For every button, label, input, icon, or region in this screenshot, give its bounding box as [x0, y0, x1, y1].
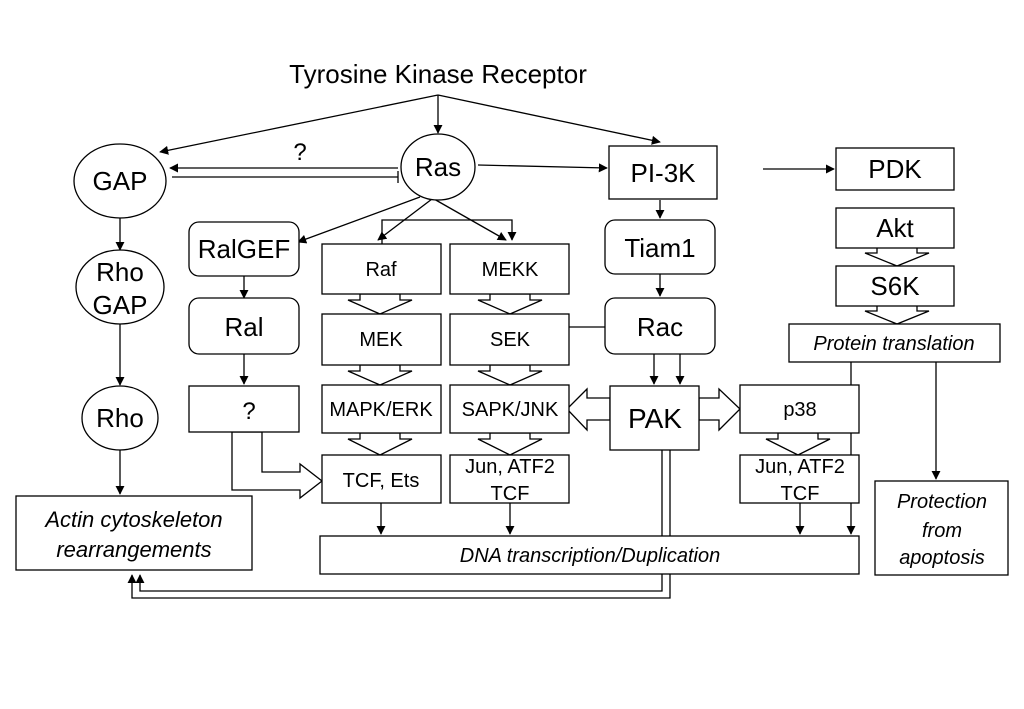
- edge-receptor-to-gap: [159, 94, 439, 155]
- edge-receptor-to-pi3k: [437, 94, 661, 145]
- edge-ras-to-ralgef: [297, 196, 421, 244]
- pak-node-shape: [609, 385, 700, 451]
- raf-node-label: Raf: [365, 259, 397, 281]
- mekk-node-shape: [449, 243, 570, 295]
- protein-translation-node-label: Protein translation: [813, 333, 974, 355]
- pdk-node-label: PDK: [868, 154, 922, 184]
- rhogap-node-label-line1: Rho: [96, 257, 144, 287]
- block-arrow-pak-p38: [698, 387, 741, 432]
- block-arrow-pak-sapk: [566, 387, 611, 432]
- diagram-title: Tyrosine Kinase Receptor: [289, 59, 587, 89]
- protection-from-apoptosis-node-label-line3: apoptosis: [899, 547, 985, 569]
- protection-from-apoptosis-node-label-line1: Protection: [897, 491, 987, 513]
- ral-node-shape: [188, 297, 300, 355]
- ralgef-node-label: RalGEF: [198, 234, 290, 264]
- pdk-node-shape: [835, 147, 955, 191]
- block-arrows: [231, 246, 930, 500]
- block-arrow-mapk-tcf: [347, 432, 413, 456]
- ras-gap-question-label: ?: [293, 139, 306, 166]
- nodes: GAP Ras PI-3K PDK Akt S6K RalGEF Raf MEK…: [15, 133, 1009, 576]
- raf-node-shape: [321, 243, 442, 295]
- ras-node-shape: [400, 133, 476, 201]
- s6k-node-label: S6K: [870, 271, 920, 301]
- protein-translation-node-shape: [788, 323, 1001, 363]
- tcf-ets-node-label: TCF, Ets: [343, 470, 420, 492]
- block-arrow-raf-mek: [347, 293, 413, 315]
- s6k-node-shape: [835, 265, 955, 307]
- sek-node-shape: [449, 313, 570, 366]
- pi3k-node-label: PI-3K: [630, 158, 696, 188]
- rhogap-node-shape: [75, 249, 165, 325]
- p38-node-shape: [739, 384, 860, 434]
- protection-from-apoptosis-node-shape: [874, 480, 1009, 576]
- sapk-jnk-node-shape: [449, 384, 570, 434]
- edge-raf-to-mekk: [381, 219, 517, 244]
- ras-node-label: Ras: [415, 152, 461, 182]
- edge-pak-to-actin-2: [127, 450, 671, 599]
- block-arrow-akt-s6k: [864, 246, 930, 267]
- tiam1-node-label: Tiam1: [624, 233, 695, 263]
- p38-node-label: p38: [783, 399, 816, 421]
- pi3k-node-shape: [608, 145, 718, 200]
- block-arrow-sapk-jun: [477, 432, 543, 456]
- block-arrow-mek-mapk: [347, 364, 413, 386]
- dna-transcription-node-shape: [319, 535, 860, 575]
- dna-transcription-node-label: DNA transcription/Duplication: [460, 545, 720, 567]
- rhogap-node-label-line2: GAP: [93, 290, 148, 320]
- jun-atf2-tcf-2-node-label-line2: TCF: [781, 483, 820, 505]
- jun-atf2-tcf-2-node-shape: [739, 454, 860, 504]
- edge-ras-to-pi3k: [477, 163, 608, 173]
- mapk-erk-node-shape: [321, 384, 442, 434]
- edge-pak-to-actin: [135, 450, 663, 592]
- akt-node-label: Akt: [876, 213, 914, 243]
- protection-from-apoptosis-node-label-line2: from: [922, 520, 962, 542]
- actin-rearrangements-node-shape: [15, 495, 253, 571]
- ral-node-label: Ral: [224, 312, 263, 342]
- block-arrow-s6k-translation: [864, 304, 930, 325]
- gap-node-label: GAP: [93, 166, 148, 196]
- block-arrow-unknown-tcf: [231, 431, 324, 500]
- jun-atf2-tcf-1-node-label-line2: TCF: [491, 483, 530, 505]
- block-arrow-sek-sapk: [477, 364, 543, 386]
- rac-node-label: Rac: [637, 312, 683, 342]
- ral-unknown-target-node-label: ?: [242, 398, 255, 425]
- sapk-jnk-node-label: SAPK/JNK: [462, 399, 559, 421]
- edges: [115, 94, 941, 599]
- mek-node-shape: [321, 313, 442, 366]
- block-arrow-p38-jun: [765, 432, 831, 456]
- block-arrow-mekk-sek: [477, 293, 543, 315]
- pak-node-label: PAK: [628, 403, 682, 434]
- rac-node-shape: [604, 297, 716, 355]
- akt-node-shape: [835, 207, 955, 249]
- actin-rearrangements-node-label-line2: rearrangements: [56, 537, 211, 562]
- ralgef-node-shape: [188, 221, 300, 277]
- tcf-ets-node-shape: [321, 454, 442, 504]
- mek-node-label: MEK: [359, 329, 403, 351]
- rho-node-label: Rho: [96, 403, 144, 433]
- ral-unknown-target-node-shape: [188, 385, 300, 433]
- mapk-erk-node-label: MAPK/ERK: [329, 399, 433, 421]
- rho-node-shape: [81, 385, 159, 451]
- jun-atf2-tcf-1-node-label-line1: Jun, ATF2: [465, 456, 555, 478]
- tiam1-node-shape: [604, 219, 716, 275]
- jun-atf2-tcf-1-node-shape: [449, 454, 570, 504]
- sek-node-label: SEK: [490, 329, 531, 351]
- mekk-node-label: MEKK: [482, 259, 539, 281]
- gap-node-shape: [73, 143, 167, 219]
- jun-atf2-tcf-2-node-label-line1: Jun, ATF2: [755, 456, 845, 478]
- actin-rearrangements-node-label-line1: Actin cytoskeleton: [43, 507, 222, 532]
